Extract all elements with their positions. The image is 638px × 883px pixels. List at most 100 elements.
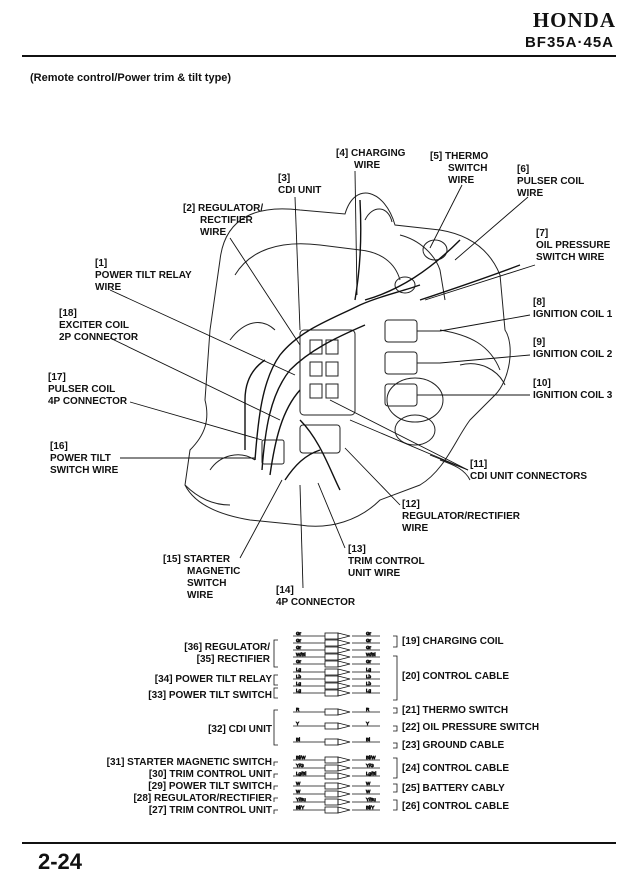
wire-code-label: Lb	[366, 681, 372, 686]
wire-code-label: Y	[296, 721, 299, 726]
legend-oil-pressure-switch: [22] OIL PRESSURE SWITCH	[402, 722, 540, 733]
connector-plug	[324, 772, 339, 780]
wire-code-label: Bl	[296, 737, 300, 742]
wire-code-label: W	[366, 781, 371, 786]
connector-plug	[324, 722, 339, 730]
legend-charging-coil: [19] CHARGING COIL	[402, 636, 504, 647]
wire-code-label: Lg	[296, 688, 302, 693]
legend-trim-control-unit-2: [27] TRIM CONTROL UNIT	[148, 805, 272, 816]
legend-power-tilt-relay: [34] POWER TILT RELAY	[154, 674, 272, 685]
wire-code-label: Y/Bu	[366, 797, 376, 802]
wire-code-label: W	[366, 789, 371, 794]
legend-control-cable: [20] CONTROL CABLE	[402, 671, 510, 682]
connector-socket	[337, 668, 351, 676]
connector-socket	[337, 646, 351, 654]
connector-socket	[337, 798, 351, 806]
wire-code-label: Gr	[366, 631, 372, 636]
connector-socket	[337, 790, 351, 798]
wire-code-label: Bl	[366, 737, 370, 742]
legend-control-cable-3: [26] CONTROL CABLE	[402, 801, 510, 812]
wire-code-label: W	[296, 781, 301, 786]
legend-ground-cable: [23] GROUND CABLE	[402, 740, 505, 751]
wire-code-label: Gr	[296, 645, 302, 650]
connector-plug	[324, 738, 339, 746]
legend-cdi-unit: [32] CDI UNIT	[208, 724, 272, 735]
callout-cdi-unit: [3]CDI UNIT	[278, 173, 322, 196]
wire-code-label: Gr	[366, 638, 372, 643]
legend-regulator-rectifier: [28] REGULATOR/RECTIFIER	[133, 793, 272, 804]
connector-plug	[324, 708, 339, 716]
wire-code-label: Lg	[366, 667, 372, 672]
callout-ignition-coil-1: [8]IGNITION COIL 1	[533, 297, 613, 320]
connector-plug	[324, 790, 339, 798]
wire-code-label: Bl/Y	[366, 805, 374, 810]
header-rule	[22, 55, 616, 57]
connector-plug	[324, 646, 339, 654]
connector-socket	[337, 708, 351, 716]
connector-plug	[324, 806, 339, 814]
connector-socket	[337, 632, 351, 640]
wire-code-label: R	[366, 707, 370, 712]
footer-rule	[22, 842, 616, 844]
wire-code-label: Lg/Bl	[296, 771, 306, 776]
wire-code-label: R	[296, 707, 300, 712]
wire-code-label: W/Bl	[366, 652, 376, 657]
callout-4p-connector: [14]4P CONNECTOR	[276, 585, 356, 608]
legend-battery-cable: [25] BATTERY CABLY	[402, 783, 505, 794]
callout-ignition-coil-2: [9]IGNITION COIL 2	[533, 337, 613, 360]
connector-socket	[337, 653, 351, 661]
connector-socket	[337, 772, 351, 780]
legend-trim-control-unit: [30] TRIM CONTROL UNIT	[148, 769, 272, 780]
legend-thermo-switch: [21] THERMO SWITCH	[402, 705, 509, 716]
wire-code-label: Lg/Bl	[366, 771, 376, 776]
wire-code-label: Bl/W	[366, 755, 376, 760]
legend-starter-magnetic-switch: [31] STARTER MAGNETIC SWITCH	[106, 757, 272, 768]
connector-socket	[337, 660, 351, 668]
wire-code-label: Lg	[296, 681, 302, 686]
connector-socket	[337, 782, 351, 790]
connector-plug	[324, 639, 339, 647]
wire-code-label: Y	[366, 721, 369, 726]
wire-code-label: Gr	[366, 645, 372, 650]
wire-code-label: Gr	[296, 659, 302, 664]
connector-plug	[324, 653, 339, 661]
wire-code-label: Bl/Y	[296, 805, 304, 810]
connector-socket	[337, 806, 351, 814]
connector-plug	[324, 764, 339, 772]
connector-socket	[337, 689, 351, 697]
wire-code-label: Lb	[366, 674, 372, 679]
wire-code-label: Lg	[366, 688, 372, 693]
wire-code-label: Y/G	[366, 763, 374, 768]
legend-rectifier: [35] RECTIFIER	[196, 654, 270, 665]
legend-power-tilt-switch-2: [29] POWER TILT SWITCH	[148, 781, 272, 792]
connector-plug	[324, 798, 339, 806]
legend-regulator: [36] REGULATOR/	[184, 642, 270, 653]
connector-socket	[337, 738, 351, 746]
wire-code-label: W/Bl	[296, 652, 306, 657]
connector-plug	[324, 782, 339, 790]
connector-plug	[324, 689, 339, 697]
connector-plug	[324, 682, 339, 690]
brand-logo: HONDA	[532, 8, 616, 32]
legend-control-cable-2: [24] CONTROL CABLE	[402, 763, 510, 774]
connector-socket	[337, 756, 351, 764]
callout-cdi-unit-connectors: [11]CDI UNIT CONNECTORS	[470, 459, 588, 482]
wire-code-label: Gr	[366, 659, 372, 664]
page-subtitle: (Remote control/Power trim & tilt type)	[30, 72, 232, 84]
wire-code-label: Lb	[296, 674, 302, 679]
model-number: BF35A·45A	[524, 34, 614, 51]
wire-code-label: Lg	[296, 667, 302, 672]
legend-power-tilt-switch: [33] POWER TILT SWITCH	[148, 690, 272, 701]
connector-plug	[324, 660, 339, 668]
